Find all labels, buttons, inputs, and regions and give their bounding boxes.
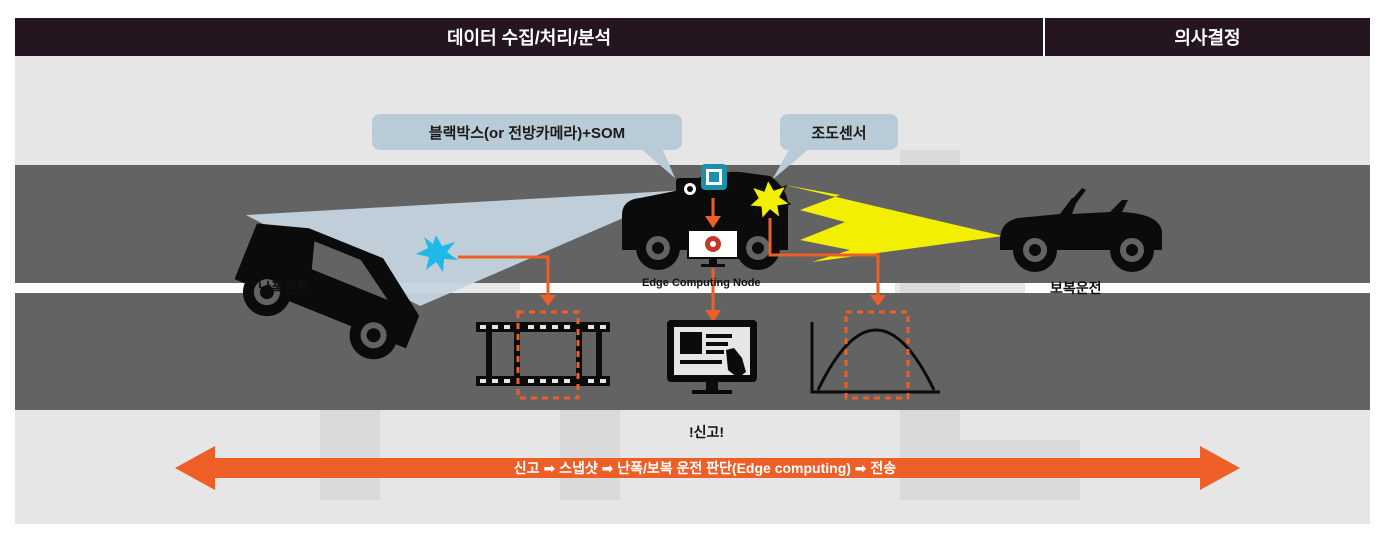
chip-icon [701, 164, 727, 190]
monitor-gear-icon [687, 229, 739, 267]
center-car-icon [622, 171, 789, 270]
flash-icon [416, 235, 458, 272]
callout-tail-sensor [772, 148, 810, 180]
connector-arrowheads [540, 216, 886, 322]
light-sensor-icon [747, 178, 792, 221]
header-decision: 의사결정 [1045, 18, 1370, 56]
headlight-beam [785, 185, 1003, 262]
camera-fov-beam [246, 190, 688, 306]
label-normal-driving: 보복운전 [1050, 280, 1102, 296]
header-data-processing: 데이터 수집/처리/분석 [15, 18, 1043, 56]
label-edge-node: Edge Computing Node [642, 277, 761, 289]
bell-curve-icon [810, 310, 940, 400]
flow-text: 신고 ➡ 스냅샷 ➡ 난폭/보복 운전 판단(Edge computing) ➡… [513, 460, 897, 476]
normal-car-icon [1000, 188, 1162, 272]
flow-arrow [175, 446, 1240, 490]
connector-lines [458, 198, 880, 310]
label-reckless-driving: 난폭운전 [258, 280, 310, 296]
callout-tail-blackbox [640, 148, 675, 178]
film-strip-icon [476, 310, 610, 400]
report-screen-icon [667, 320, 757, 394]
label-report: !신고! [689, 424, 725, 440]
callout-blackbox: 블랙박스(or 전방카메라)+SOM [372, 114, 682, 150]
lane-markings [15, 283, 1370, 293]
reckless-car-icon [234, 223, 420, 360]
callout-light-sensor: 조도센서 [780, 114, 898, 150]
